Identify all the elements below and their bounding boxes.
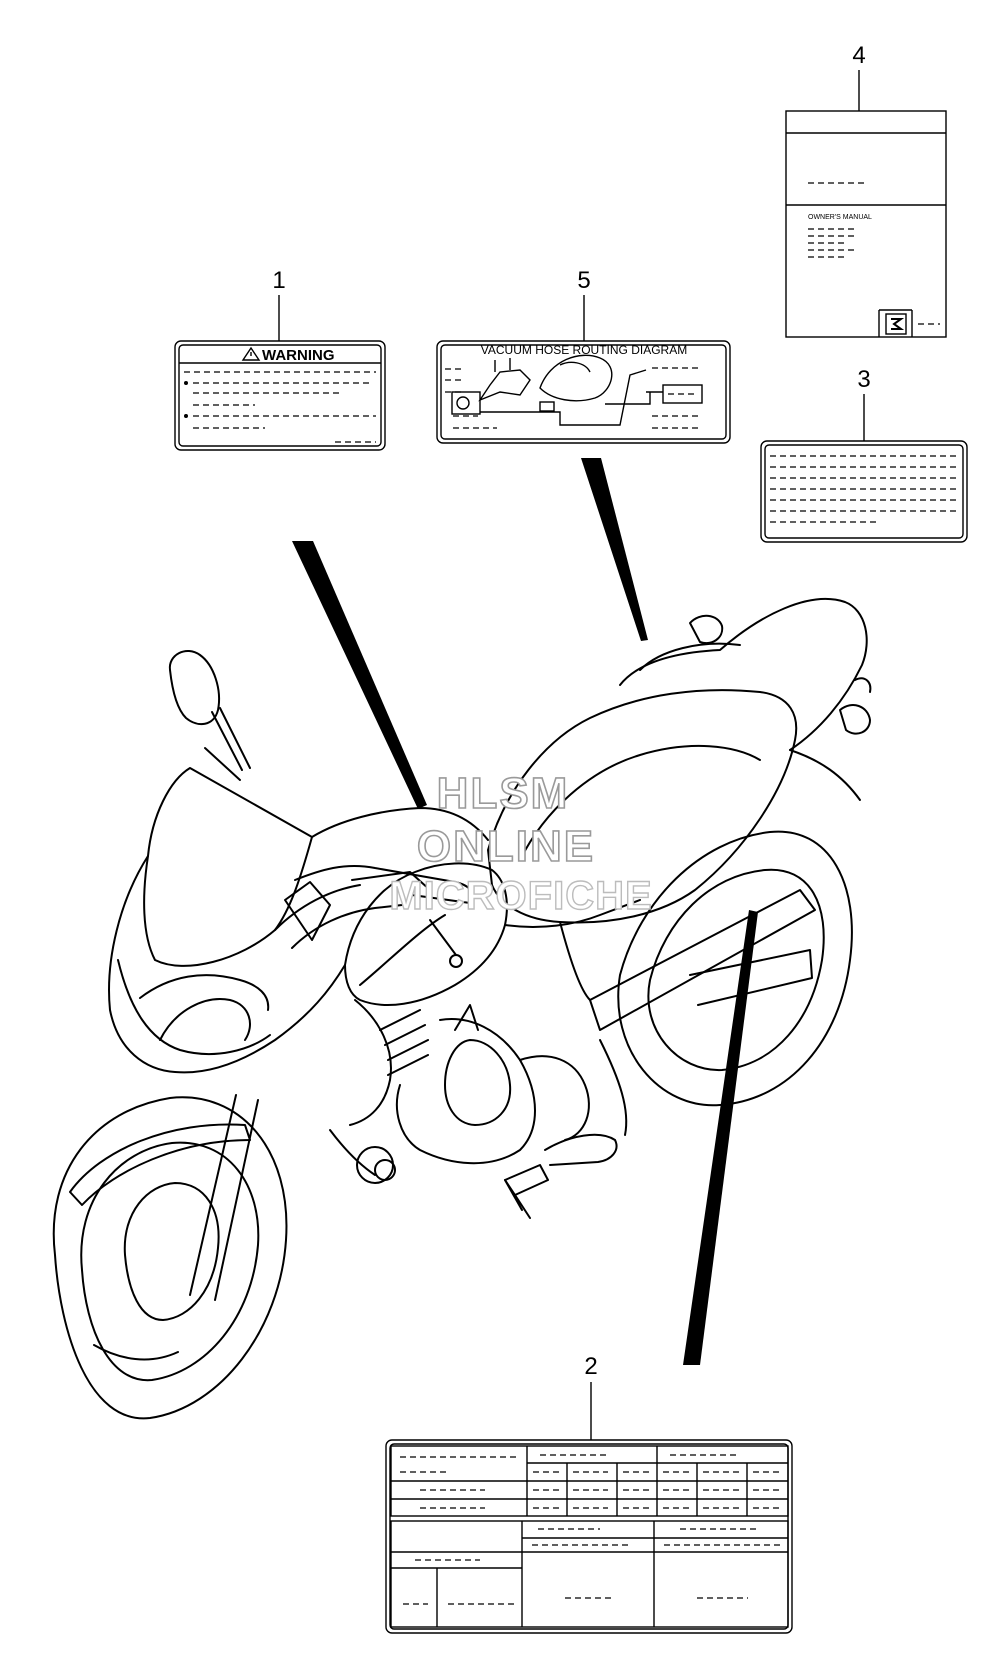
motorcycle-illustration [52, 597, 872, 1420]
callout-1: 1 [272, 267, 286, 341]
callout-number-1: 1 [272, 267, 285, 294]
vacuum-label-inner [440, 344, 727, 440]
warning-label: WARNING [174, 340, 386, 451]
info-label-3-inner [764, 444, 964, 539]
vacuum-schematic [451, 354, 703, 426]
vacuum-label-outer [436, 340, 731, 444]
manual-subtitle: OWNER'S MANUAL [808, 214, 872, 221]
table-label-outer [385, 1439, 793, 1634]
info-table-label-2 [385, 1439, 793, 1634]
watermark-line-3: MICROFICHE [389, 874, 652, 918]
vacuum-label-title: VACUUM HOSE ROUTING DIAGRAM [481, 343, 687, 357]
callout-5: 5 [577, 267, 591, 341]
info-label-3 [760, 440, 968, 543]
info-label-3-outer [760, 440, 968, 543]
callout-number-5: 5 [577, 267, 590, 294]
warning-label-title: WARNING [262, 347, 335, 364]
callout-2: 2 [584, 1353, 598, 1440]
warning-label-outer [174, 340, 386, 451]
leader-label-1 [292, 541, 427, 809]
leader-label-5 [581, 458, 648, 641]
owners-manual: OWNER'S MANUAL [785, 110, 947, 338]
callout-number-3: 3 [857, 366, 870, 393]
watermark-line-2: ONLINE [417, 822, 595, 871]
watermark: HLSM ONLINE MICROFICHE [389, 768, 653, 919]
callout-4: 4 [852, 42, 866, 111]
warning-triangle-icon [241, 346, 261, 361]
leader-label-2 [683, 910, 758, 1365]
callout-3: 3 [857, 366, 871, 441]
callout-number-2: 2 [584, 1353, 597, 1380]
warning-label-inner [178, 344, 382, 447]
watermark-line-1: HLSM [437, 769, 570, 818]
callout-number-4: 4 [852, 42, 865, 69]
manual-border [785, 110, 947, 338]
suzuki-logo-icon [885, 313, 907, 335]
vacuum-hose-label: VACUUM HOSE ROUTING DIAGRAM [436, 340, 731, 444]
